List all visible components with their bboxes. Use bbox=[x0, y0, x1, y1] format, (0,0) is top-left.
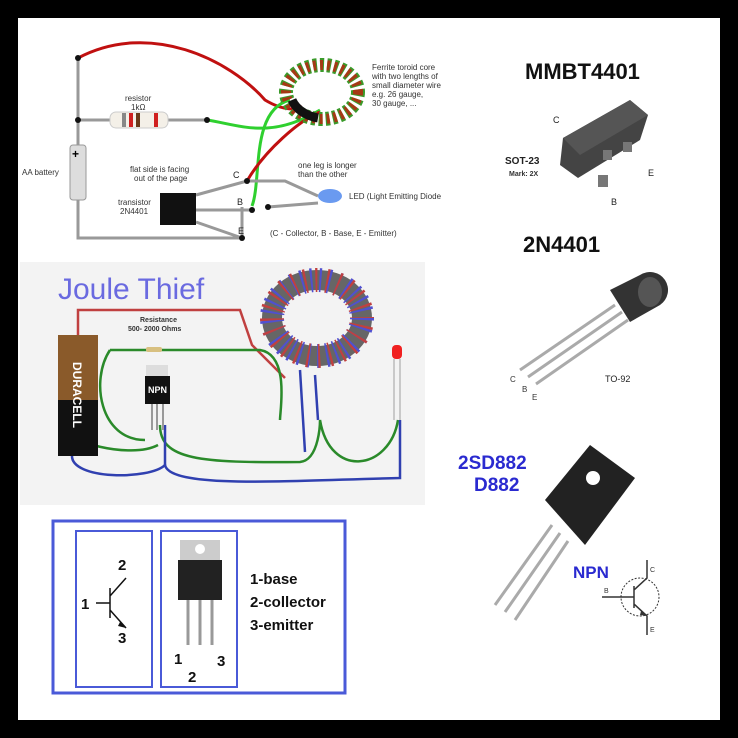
symbol-pin-3: 3 bbox=[118, 630, 126, 647]
svg-text:than the other: than the other bbox=[298, 170, 348, 179]
package-pin-1: 1 bbox=[174, 651, 182, 668]
svg-text:small diameter wire: small diameter wire bbox=[372, 81, 441, 90]
resistor-icon bbox=[146, 347, 162, 352]
resistance-value: 500- 2000 Ohms bbox=[128, 326, 181, 333]
svg-text:+: + bbox=[72, 147, 79, 161]
pin-legend: (C - Collector, B - Base, E - Emitter) bbox=[270, 229, 397, 238]
legend-emitter: 3-emitter bbox=[250, 617, 314, 634]
battery-icon bbox=[69, 144, 87, 201]
battery-icon: DURACELL bbox=[58, 335, 98, 456]
mmbt-package: SOT-23 bbox=[505, 156, 540, 167]
legend-base: 1-base bbox=[250, 571, 298, 588]
svg-text:with two lengths of: with two lengths of bbox=[371, 72, 439, 81]
2sd882-title: 2SD882 bbox=[458, 453, 527, 474]
symbol-c: C bbox=[650, 567, 655, 574]
to126-package-icon bbox=[493, 445, 635, 621]
joule-thief-photo: Joule Thief DURACELL Resistance 500- 200… bbox=[20, 262, 425, 505]
transistor-label: transistor bbox=[118, 198, 151, 207]
svg-text:e.g. 26 gauge,: e.g. 26 gauge, bbox=[372, 90, 423, 99]
2n4401-pin-c: C bbox=[510, 375, 516, 384]
led-label: LED (Light Emitting Diode bbox=[349, 192, 442, 201]
2sd882-panel: 2SD882 D882 NPN B C E bbox=[458, 445, 660, 635]
mmbt-mark: Mark: 2X bbox=[509, 171, 539, 178]
mmbt-pin-c: C bbox=[553, 115, 560, 125]
joule-thief-title: Joule Thief bbox=[58, 273, 205, 306]
pinout-box: 2 1 3 1 2 3 1-base 2-collector 3-emitter bbox=[51, 519, 347, 695]
2n4401-pin-b: B bbox=[522, 385, 527, 394]
toroid-icon bbox=[260, 268, 374, 368]
pin-b-label: B bbox=[237, 197, 243, 207]
svg-text:NPN: NPN bbox=[148, 385, 167, 395]
svg-text:DURACELL: DURACELL bbox=[70, 362, 84, 428]
2n4401-panel: 2N4401 C B E TO-92 bbox=[510, 232, 669, 402]
symbol-pin-1: 1 bbox=[81, 596, 89, 613]
pin-e-label: E bbox=[238, 226, 244, 236]
package-pin-2: 2 bbox=[188, 669, 196, 686]
sot23-package-icon bbox=[560, 100, 648, 187]
legend-collector: 2-collector bbox=[250, 594, 326, 611]
resistor-label: resistor bbox=[125, 94, 152, 103]
svg-text:Ferrite toroid core: Ferrite toroid core bbox=[372, 63, 436, 72]
mmbt-pin-e: E bbox=[648, 168, 654, 178]
npn-label: NPN bbox=[573, 563, 609, 582]
npn-transistor-icon: NPN bbox=[145, 365, 170, 430]
package-pin-3: 3 bbox=[217, 653, 225, 670]
flat-side-note: flat side is facing bbox=[130, 165, 189, 174]
npn-symbol-icon bbox=[602, 560, 660, 635]
d882-title: D882 bbox=[474, 475, 519, 496]
pin-c-label: C bbox=[233, 170, 240, 180]
2n4401-package: TO-92 bbox=[605, 374, 630, 384]
mmbt4401-panel: MMBT4401 C E B SOT-23 Mark: 2X bbox=[505, 59, 654, 207]
circuit-diagram: resistor 1kΩ + AA battery Ferrite toroid… bbox=[22, 41, 442, 241]
symbol-pin-2: 2 bbox=[118, 557, 126, 574]
2n4401-pin-e: E bbox=[532, 393, 537, 402]
to220-package-icon bbox=[178, 540, 222, 645]
2n4401-title: 2N4401 bbox=[523, 232, 600, 257]
battery-label: AA battery bbox=[22, 168, 59, 177]
toroid-icon bbox=[279, 58, 365, 126]
svg-text:30 gauge, ...: 30 gauge, ... bbox=[372, 99, 416, 108]
mmbt-pin-b: B bbox=[611, 197, 617, 207]
resistor-icon bbox=[109, 111, 169, 129]
transistor-icon bbox=[160, 193, 196, 225]
to92-package-icon bbox=[519, 271, 669, 386]
transistor-part: 2N4401 bbox=[120, 207, 149, 216]
symbol-b: B bbox=[604, 588, 609, 595]
red-wire bbox=[77, 41, 302, 111]
led-note: one leg is longer bbox=[298, 161, 357, 170]
transistor-symbol-icon bbox=[96, 577, 127, 629]
symbol-e: E bbox=[650, 627, 655, 634]
toroid-note: Ferrite toroid core with two lengths of … bbox=[371, 63, 441, 108]
led-icon bbox=[318, 189, 342, 203]
resistor-value: 1kΩ bbox=[131, 103, 145, 112]
mmbt4401-title: MMBT4401 bbox=[525, 59, 640, 84]
led-icon bbox=[392, 345, 402, 359]
resistance-label: Resistance bbox=[140, 317, 177, 324]
svg-text:out of the page: out of the page bbox=[134, 174, 188, 183]
